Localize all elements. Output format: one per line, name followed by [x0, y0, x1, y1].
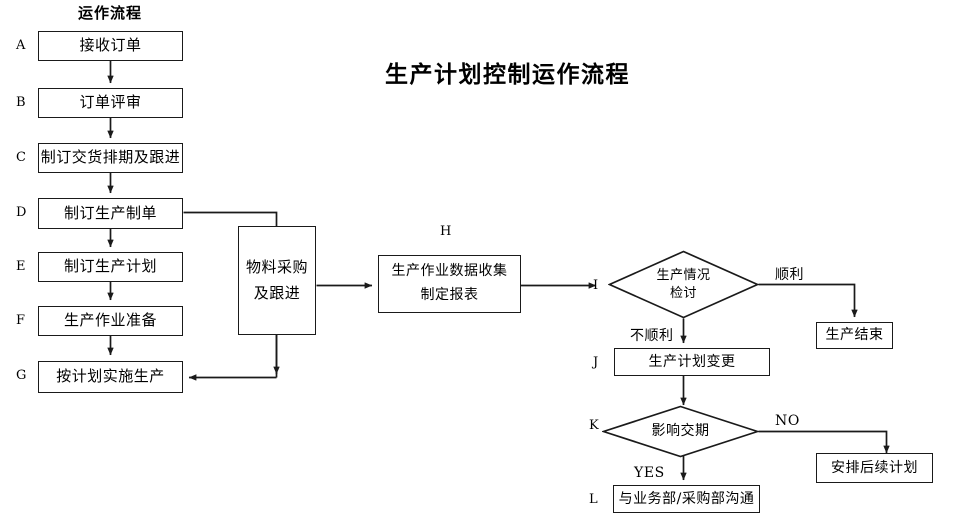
decision-i-line2: 检讨 [669, 285, 697, 301]
step-tag-l: L [589, 492, 598, 507]
column-heading: 运作流程 [78, 4, 143, 22]
step-box-production-prep[interactable]: 生产作业准备 [38, 306, 183, 336]
data-collection-box[interactable]: 生产作业数据收集 制定报表 [378, 255, 521, 313]
step-tag-j: J [593, 355, 599, 370]
step-tag-c: C [16, 150, 27, 165]
material-purchase-line2: 及跟进 [253, 283, 301, 302]
production-end-box[interactable]: 生产结束 [816, 322, 893, 349]
step-box-production-plan[interactable]: 制订生产计划 [38, 252, 183, 282]
edge-label-no: NO [775, 413, 800, 429]
decision-tag-k: K [589, 418, 600, 433]
step-box-receive-order[interactable]: 接收订单 [38, 31, 183, 61]
decision-i-line1: 生产情况 [656, 267, 711, 283]
step-box-delivery-schedule[interactable]: 制订交货排期及跟进 [38, 143, 183, 173]
step-tag-h: H [440, 224, 452, 239]
step-tag-e: E [16, 259, 26, 274]
step-tag-d: D [16, 205, 27, 220]
step-box-execute-plan[interactable]: 按计划实施生产 [38, 361, 183, 393]
decision-production-status[interactable]: 生产情况 检讨 [608, 250, 759, 319]
material-purchase-line1: 物料采购 [245, 258, 308, 276]
step-box-production-order[interactable]: 制订生产制单 [38, 198, 183, 229]
decision-delivery-impact[interactable]: 影响交期 [602, 405, 759, 458]
data-collection-line2: 制定报表 [420, 287, 479, 303]
diamond-shape-k [602, 405, 759, 458]
step-tag-f: F [16, 313, 26, 328]
data-collection-line1: 生产作业数据收集 [391, 263, 508, 280]
follow-up-plan-box[interactable]: 安排后续计划 [816, 453, 933, 483]
communicate-box[interactable]: 与业务部/采购部沟通 [613, 485, 760, 513]
decision-tag-i: I [593, 278, 599, 293]
diamond-shape-i [608, 250, 759, 319]
page-title: 生产计划控制运作流程 [385, 62, 630, 88]
edge-label-not-smooth: 不顺利 [630, 328, 674, 344]
edge-label-smooth: 顺利 [775, 267, 804, 283]
material-purchase-box[interactable]: 物料采购 及跟进 [238, 226, 316, 335]
edge-label-yes: YES [634, 465, 665, 481]
decision-k-label: 影响交期 [651, 423, 710, 440]
plan-change-box[interactable]: 生产计划变更 [614, 348, 770, 376]
step-tag-a: A [16, 38, 26, 53]
step-tag-g: G [16, 368, 27, 383]
step-tag-b: B [16, 95, 26, 110]
step-box-order-review[interactable]: 订单评审 [38, 88, 183, 118]
